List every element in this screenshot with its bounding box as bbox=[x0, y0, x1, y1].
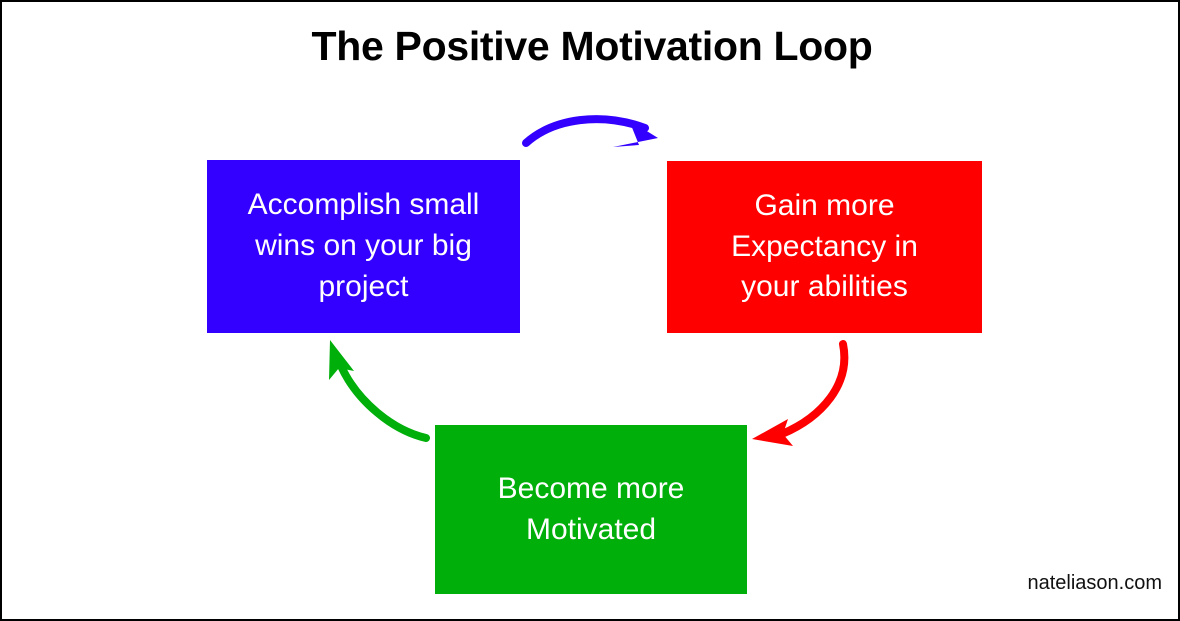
arrow-motivated-to-accomplish bbox=[329, 340, 430, 442]
attribution-label: nateliason.com bbox=[1027, 572, 1162, 594]
page-title: The Positive Motivation Loop bbox=[311, 23, 873, 69]
arrow-accomplish-to-expectancy bbox=[522, 115, 658, 147]
arrow-expectancy-to-motivated bbox=[752, 340, 849, 446]
node-accomplish-small-wins[interactable]: Accomplish small wins on your big projec… bbox=[207, 160, 520, 333]
node-become-motivated[interactable]: Become more Motivated bbox=[435, 425, 747, 594]
node-gain-expectancy[interactable]: Gain more Expectancy in your abilities bbox=[667, 161, 982, 333]
